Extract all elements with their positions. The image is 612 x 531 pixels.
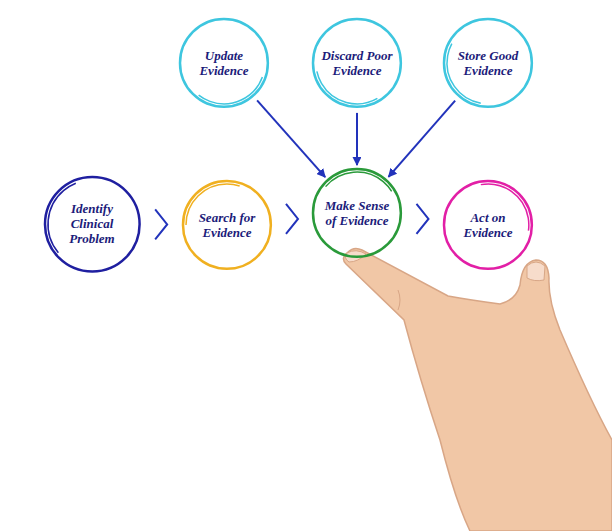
- thumbnail: [527, 262, 545, 281]
- circle-stroke: [180, 19, 268, 107]
- process-circle: Store Good Evidence: [442, 17, 534, 109]
- node-label: Act on Evidence: [451, 210, 525, 240]
- process-circle: Act on Evidence: [442, 179, 534, 271]
- node-label: Store Good Evidence: [451, 48, 525, 78]
- process-circle: Make Sense of Evidence: [311, 167, 403, 259]
- process-circle: Search for Evidence: [181, 179, 273, 271]
- circle-stroke: [313, 169, 401, 257]
- process-circle: Discard Poor Evidence: [311, 17, 403, 109]
- circle-stroke: [444, 19, 532, 107]
- chevron-connector: [155, 209, 167, 239]
- arrow-connector: [356, 113, 358, 165]
- process-circle: Update Evidence: [178, 17, 270, 109]
- chevron-connector: [416, 204, 428, 234]
- node-label: Discard Poor Evidence: [320, 48, 394, 78]
- node-label: Update Evidence: [187, 48, 261, 78]
- circle-stroke: [45, 177, 140, 272]
- node-label: Search for Evidence: [190, 210, 264, 240]
- circle-stroke-inner: [186, 184, 268, 266]
- circle-stroke-inner: [301, 7, 413, 119]
- circle-stroke-inner: [172, 11, 277, 116]
- circle-stroke-inner: [299, 155, 414, 270]
- chevron-connector: [286, 204, 298, 234]
- arrow-connector: [257, 100, 325, 177]
- circle-stroke: [444, 181, 532, 269]
- circle-stroke: [183, 181, 271, 269]
- circle-stroke-inner: [441, 178, 536, 273]
- node-label: Identify Clinical Problem: [55, 201, 129, 246]
- hand-outline: [343, 248, 612, 531]
- arrow-connector: [389, 101, 456, 177]
- process-circle: Identify Clinical Problem: [43, 175, 142, 274]
- circle-stroke-inner: [30, 162, 155, 287]
- circle-stroke: [313, 19, 401, 107]
- circle-stroke-inner: [441, 16, 536, 111]
- knuckle-crease: [398, 290, 400, 310]
- node-label: Make Sense of Evidence: [320, 198, 394, 228]
